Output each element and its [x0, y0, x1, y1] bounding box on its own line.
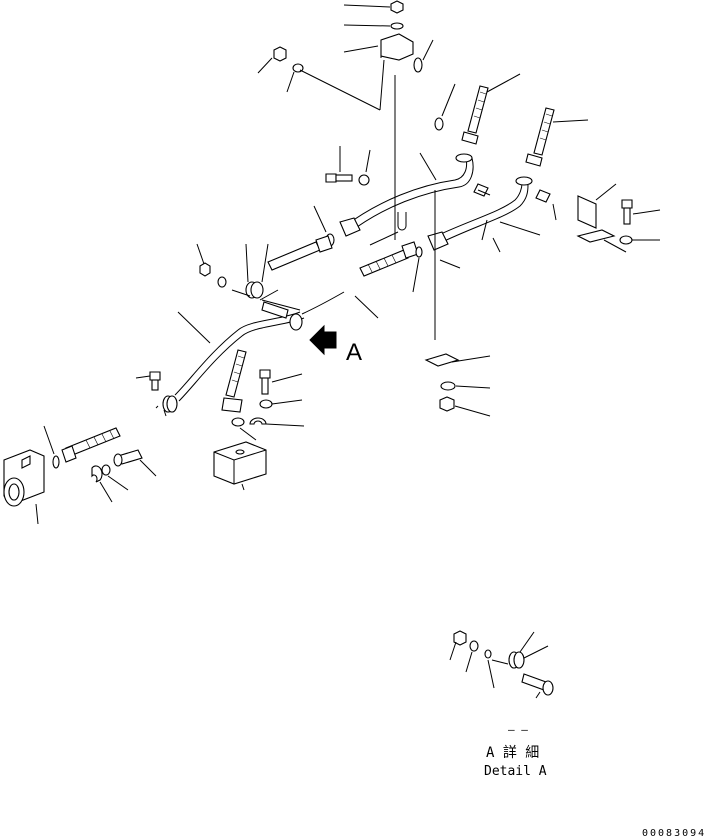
- detail-nut: [449, 630, 467, 661]
- left-nut: [257, 46, 287, 74]
- right-bracket: [576, 183, 627, 253]
- clevis-pin: [413, 39, 434, 73]
- middle-bolt: [325, 146, 353, 183]
- flange-half: [249, 417, 305, 427]
- detail-title-en: Detail A: [484, 764, 547, 779]
- washer-right-lower: [440, 381, 491, 391]
- hose-upper-2: [525, 107, 589, 167]
- drawing-number: 00083094: [642, 828, 706, 839]
- top-nut: [343, 0, 404, 14]
- clamp-left: [245, 243, 269, 299]
- bolt-far-left: [113, 449, 157, 477]
- left-washer: [286, 63, 304, 93]
- tube-upper: [339, 153, 474, 237]
- hose-middle: [267, 235, 333, 271]
- detail-bolt: [521, 673, 554, 699]
- top-washer: [343, 22, 404, 30]
- o-ring-upper: [434, 83, 456, 131]
- middle-washer: [358, 149, 371, 186]
- hose-upper-1: [461, 73, 521, 145]
- bolt-center: [261, 301, 303, 331]
- long-pipe: [174, 311, 301, 396]
- detail-title-jp: A 詳 細: [486, 745, 539, 761]
- right-washer: [619, 235, 660, 245]
- detail-washer: [465, 640, 479, 673]
- nut-right-lower: [439, 396, 491, 417]
- bolt-lower: [259, 369, 303, 395]
- hose-lower-left: [221, 349, 247, 413]
- detail-a-inset: – – A 詳 細 Detail A: [449, 630, 554, 779]
- flange-clip: [91, 465, 113, 503]
- o-ring-lower: [231, 417, 257, 441]
- hose-lower-flex: [359, 241, 423, 293]
- washer-far-left: [101, 464, 129, 491]
- plate-lower: [424, 353, 491, 367]
- detail-a-arrow: A: [309, 324, 362, 366]
- u-bolt: [369, 212, 407, 246]
- right-bolt: [621, 199, 661, 225]
- small-nut-left: [196, 243, 211, 277]
- small-washer-left: [217, 276, 227, 288]
- detail-dash-mark: – –: [508, 723, 528, 736]
- valve-body: [3, 449, 45, 525]
- callout-label: A: [346, 339, 362, 366]
- upper-bracket: [343, 33, 414, 61]
- tube-lower: [427, 176, 533, 251]
- detail-clamp: [508, 631, 549, 669]
- junction-block: [213, 441, 267, 491]
- washer-lower: [259, 399, 303, 409]
- detail-small-washer: [484, 649, 495, 689]
- hose-far-left: [43, 425, 121, 469]
- bolt-left-stack: [135, 371, 161, 391]
- tube-connector: [473, 183, 551, 203]
- clamp-lower-left: [155, 395, 178, 417]
